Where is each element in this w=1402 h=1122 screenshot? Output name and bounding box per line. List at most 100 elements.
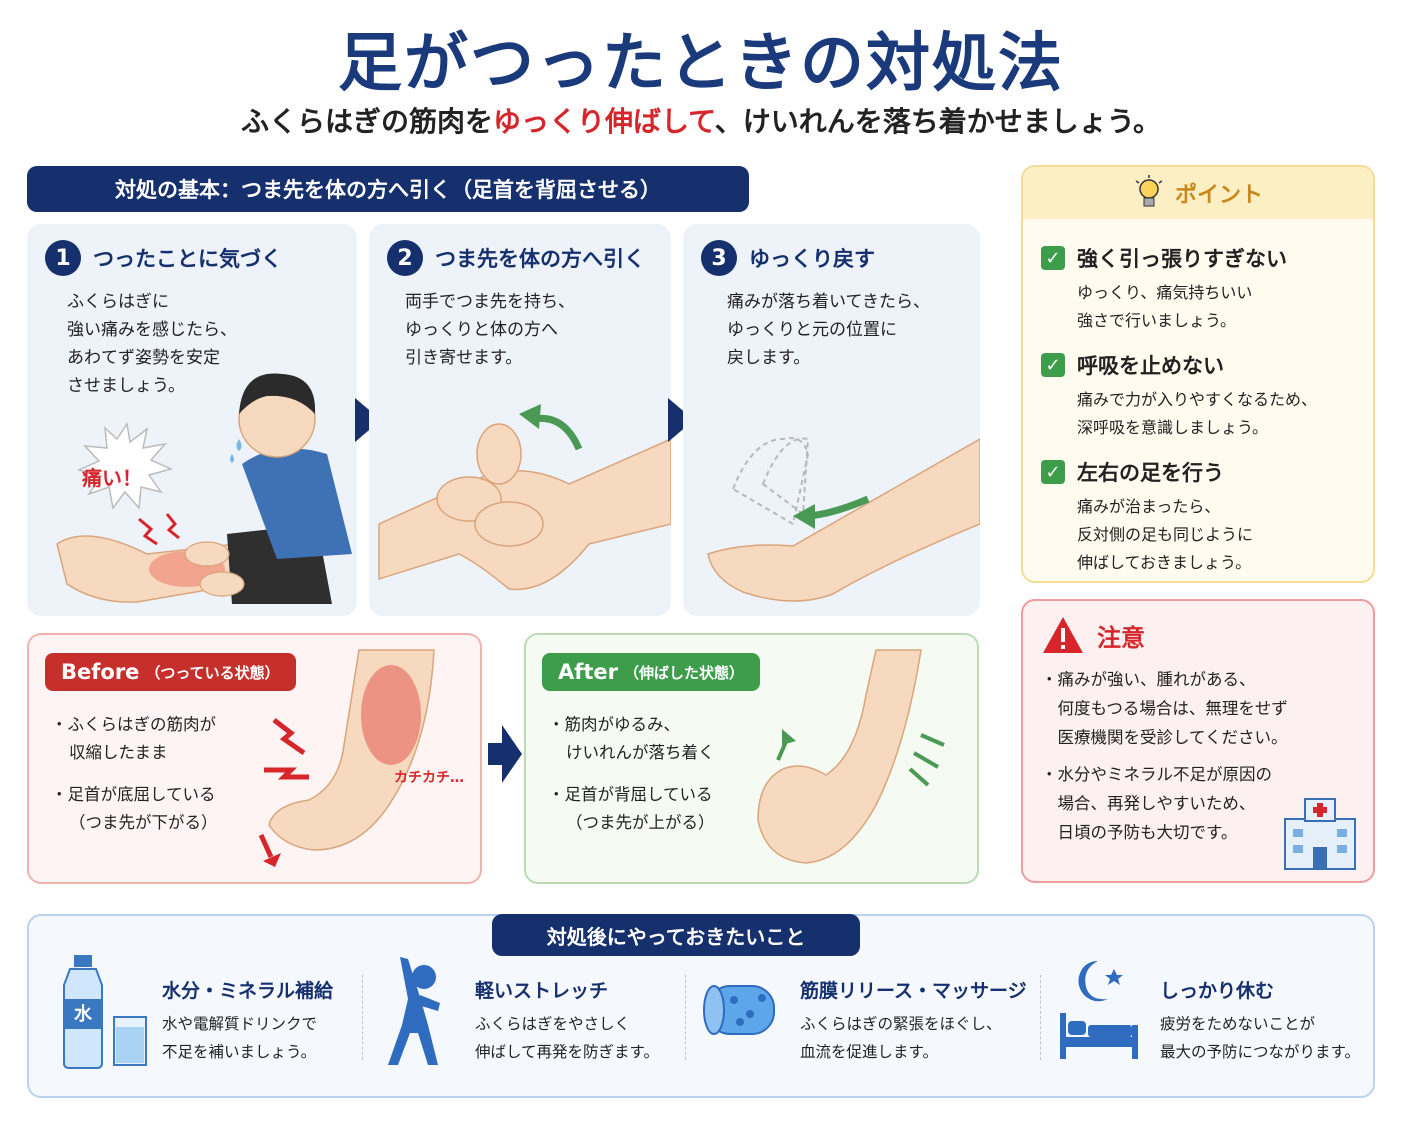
after-list: ・筋肉がゆるみ、 けいれんが落ち着く ・足首が背屈している （つま先が上がる）: [548, 711, 715, 851]
before-illustration: [258, 649, 435, 867]
step1-line: 強い痛みを感じたら、: [67, 320, 237, 340]
caution-line: ・痛みが強い、腫れがある、: [1041, 670, 1256, 689]
step2-line: 引き寄せます。: [405, 348, 523, 368]
warning-icon: [1043, 617, 1083, 653]
point-card: ポイント ✓強く引っ張りすぎない ゆっくり、痛気持ちいい 強さで行いましょう。 …: [1021, 165, 1375, 583]
point-item-line: ゆっくり、痛気持ちいい: [1077, 283, 1253, 302]
check-icon: ✓: [1041, 460, 1065, 484]
before-item: ・ふくらはぎの筋肉が 収縮したまま: [51, 711, 218, 767]
bed-moon-icon: [1060, 961, 1138, 1059]
after-item-line: ・足首が背屈している: [548, 785, 713, 804]
aftercare-header: 対処後にやっておきたいこと: [492, 914, 860, 956]
caution-card: 注意 ・痛みが強い、腫れがある、 何度もつる場合は、無理をせず 医療機関を受診し…: [1021, 599, 1375, 883]
before-item-line: ・足首が底屈している: [51, 785, 216, 804]
point-item: ✓左右の足を行う 痛みが治まったら、 反対側の足も同じように 伸ばしておきましょ…: [1041, 457, 1371, 577]
subtitle-after: 、けいれんを落ち着かせましょう。: [714, 105, 1162, 138]
subtitle-highlight: ゆっくり伸ばして: [492, 105, 715, 138]
point-item-title: 呼吸を止めない: [1077, 354, 1224, 378]
before-item-line: 収縮したまま: [69, 743, 168, 762]
before-badge: Before （つっている状態）: [45, 653, 296, 691]
caution-line: ・水分やミネラル不足が原因の: [1041, 765, 1272, 784]
caution-item: ・痛みが強い、腫れがある、 何度もつる場合は、無理をせず 医療機関を受診してくだ…: [1041, 665, 1288, 752]
step1-title: つったことに気づく: [93, 247, 282, 271]
step2-line: 両手でつま先を持ち、: [405, 292, 575, 312]
after-item: ・筋肉がゆるみ、 けいれんが落ち着く: [548, 711, 715, 767]
hospital-icon: [1284, 798, 1356, 870]
step2-body: 両手でつま先を持ち、 ゆっくりと体の方へ 引き寄せます。: [405, 288, 575, 372]
point-item-line: 反対側の足も同じように: [1077, 525, 1254, 544]
step2-line: ゆっくりと体の方へ: [405, 320, 558, 340]
before-list: ・ふくらはぎの筋肉が 収縮したまま ・足首が底屈している （つま先が下がる）: [51, 711, 218, 851]
caution-line: 何度もつる場合は、無理をせず: [1041, 699, 1288, 718]
care-line: ふくらはぎの緊張をほぐし、: [800, 1015, 1002, 1033]
step1-line: させましょう。: [67, 376, 185, 396]
point-item-line: 痛みで力が入りやすくなるため、: [1077, 390, 1318, 409]
page-title: 足がつったときの対処法: [338, 27, 1064, 101]
lightbulb-icon: [1135, 175, 1163, 207]
step2-number: 2: [387, 240, 423, 276]
foam-roller-icon: [703, 985, 775, 1035]
step1-line: ふくらはぎに: [67, 292, 169, 312]
care-divider: [1040, 975, 1041, 1060]
step1-body: ふくらはぎに 強い痛みを感じたら、 あわてず姿勢を安定 させましょう。: [67, 288, 237, 400]
caution-line: 場合、再発しやすいため、: [1041, 794, 1256, 813]
step3-line: 戻します。: [727, 348, 811, 368]
water-icon-label: 水: [74, 1004, 92, 1025]
care-line: 水や電解質ドリンクで: [162, 1015, 318, 1033]
step2-title: つま先を体の方へ引く: [435, 247, 645, 271]
after-label: After: [558, 660, 619, 684]
caution-label: 注意: [1097, 623, 1145, 652]
caution-line: 日頃の予防も大切です。: [1041, 823, 1238, 842]
check-icon: ✓: [1041, 246, 1065, 270]
step1-line: あわてず姿勢を安定: [67, 348, 220, 368]
before-item-line: ・ふくらはぎの筋肉が: [51, 715, 216, 734]
care-title-massage: 筋膜リリース・マッサージ: [800, 980, 1027, 1002]
care-title-hydration: 水分・ミネラル補給: [162, 980, 334, 1002]
step3-body: 痛みが落ち着いてきたら、 ゆっくりと元の位置に 戻します。: [727, 288, 930, 372]
point-header: ポイント: [1023, 167, 1373, 219]
care-line: 最大の予防につながります。: [1160, 1043, 1360, 1061]
check-icon: ✓: [1041, 353, 1065, 377]
point-item-title: 強く引っ張りすぎない: [1077, 247, 1287, 271]
water-bottle-icon: [63, 955, 147, 1069]
basic-section-header: 対処の基本：つま先を体の方へ引く（足首を背屈させる）: [27, 166, 749, 212]
point-item-line: 痛みが治まったら、: [1077, 497, 1221, 516]
care-line: 不足を補いましょう。: [162, 1043, 317, 1061]
subtitle-before: ふくらはぎの筋肉を: [240, 105, 493, 138]
step3-header: 3 ゆっくり戻す: [701, 240, 875, 276]
step-card-1: 1 つったことに気づく ふくらはぎに 強い痛みを感じたら、 あわてず姿勢を安定 …: [27, 224, 357, 616]
step1-header: 1 つったことに気づく: [45, 240, 282, 276]
step3-illustration: [707, 437, 980, 602]
point-item: ✓ 強く引っ張りすぎない ゆっくり、痛気持ちいい 強さで行いましょう。: [1041, 243, 1371, 335]
point-item-line: 深呼吸を意識しましょう。: [1077, 418, 1269, 437]
care-title-rest: しっかり休む: [1160, 980, 1275, 1002]
care-desc-massage: ふくらはぎの緊張をほぐし、 血流を促進します。: [800, 1010, 1002, 1066]
step3-title: ゆっくり戻す: [749, 247, 875, 271]
point-item-title: 左右の足を行う: [1077, 461, 1224, 485]
step1-illustration: [56, 373, 352, 604]
before-sub: （つっている状態）: [145, 663, 280, 682]
before-card: Before （つっている状態） ・ふくらはぎの筋肉が 収縮したまま ・足首が底屈…: [27, 633, 482, 884]
before-label: Before: [61, 660, 140, 684]
step1-number: 1: [45, 240, 81, 276]
after-item-line: けいれんが落ち着く: [566, 743, 715, 762]
step3-line: ゆっくりと元の位置に: [727, 320, 897, 340]
stiff-annotation: カチカチ…: [394, 770, 464, 786]
after-card: After（伸ばした状態） ・筋肉がゆるみ、 けいれんが落ち着く ・足首が背屈し…: [524, 633, 979, 884]
step2-illustration: [378, 404, 671, 591]
care-title-stretch: 軽いストレッチ: [475, 980, 609, 1002]
care-desc-hydration: 水や電解質ドリンクで 不足を補いましょう。: [162, 1010, 317, 1066]
after-item-line: （つま先が上がる）: [566, 813, 715, 832]
caution-list: ・痛みが強い、腫れがある、 何度もつる場合は、無理をせず 医療機関を受診してくだ…: [1041, 665, 1288, 855]
care-line: 伸ばして再発を防ぎます。: [475, 1043, 659, 1061]
stretch-person-icon: [388, 957, 440, 1065]
caution-header: 注意: [1041, 615, 1145, 655]
point-item-line: 強さで行いましょう。: [1077, 311, 1237, 330]
after-item-line: ・筋肉がゆるみ、: [548, 715, 680, 734]
step3-number: 3: [701, 240, 737, 276]
step2-header: 2 つま先を体の方へ引く: [387, 240, 645, 276]
pain-burst-icon: [76, 422, 174, 510]
page-subtitle: ふくらはぎの筋肉をゆっくり伸ばして、けいれんを落ち着かせましょう。: [0, 100, 1402, 140]
after-badge: After（伸ばした状態）: [542, 653, 761, 691]
pain-bubble-text: 痛い！: [82, 466, 142, 490]
